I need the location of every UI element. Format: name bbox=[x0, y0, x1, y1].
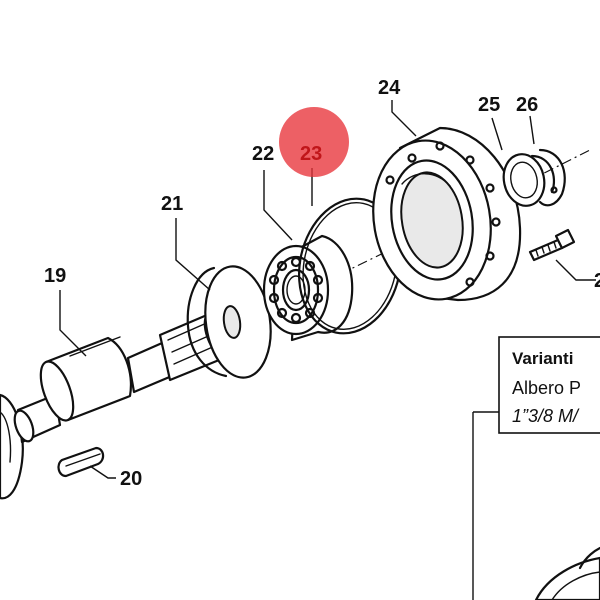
leader-27 bbox=[555, 259, 596, 281]
leader-24 bbox=[391, 100, 417, 137]
callout-23[interactable]: 23 bbox=[300, 143, 322, 165]
leader-22 bbox=[263, 170, 293, 241]
part-25-seal bbox=[502, 153, 546, 207]
callout-26: 26 bbox=[516, 94, 538, 116]
part-26-circlip bbox=[530, 148, 566, 207]
callout-19: 19 bbox=[44, 265, 66, 287]
leader-26 bbox=[529, 115, 535, 145]
highlight-circle-23 bbox=[279, 107, 349, 177]
part-21-washer bbox=[186, 265, 272, 379]
callout-24: 24 bbox=[378, 77, 401, 99]
callout-21: 21 bbox=[161, 193, 183, 215]
part-24-flange-housing bbox=[372, 126, 522, 302]
variants-line-2: 1”3/8 M/ bbox=[512, 406, 580, 426]
callout-20: 20 bbox=[120, 468, 142, 490]
part-22-bearing bbox=[262, 234, 354, 342]
part-19-shaft bbox=[13, 310, 229, 444]
callout-25: 25 bbox=[478, 94, 500, 116]
inset-frame bbox=[472, 411, 499, 600]
callout-27-partial: 2 bbox=[594, 270, 600, 292]
leader-19 bbox=[59, 290, 87, 357]
variants-title: Varianti bbox=[512, 349, 573, 368]
leader-20 bbox=[89, 465, 116, 479]
inset-partial-part bbox=[534, 546, 600, 600]
part-20-key bbox=[57, 446, 105, 478]
part-27-bolt bbox=[528, 228, 576, 262]
flange-bolt-holes bbox=[385, 141, 501, 287]
variants-line-1: Albero P bbox=[512, 378, 581, 398]
leader-21 bbox=[175, 218, 211, 291]
leader-25 bbox=[491, 117, 503, 151]
bearing-balls bbox=[268, 256, 324, 324]
callout-22: 22 bbox=[252, 143, 274, 165]
variants-box: Varianti Albero P 1”3/8 M/ bbox=[498, 336, 600, 434]
